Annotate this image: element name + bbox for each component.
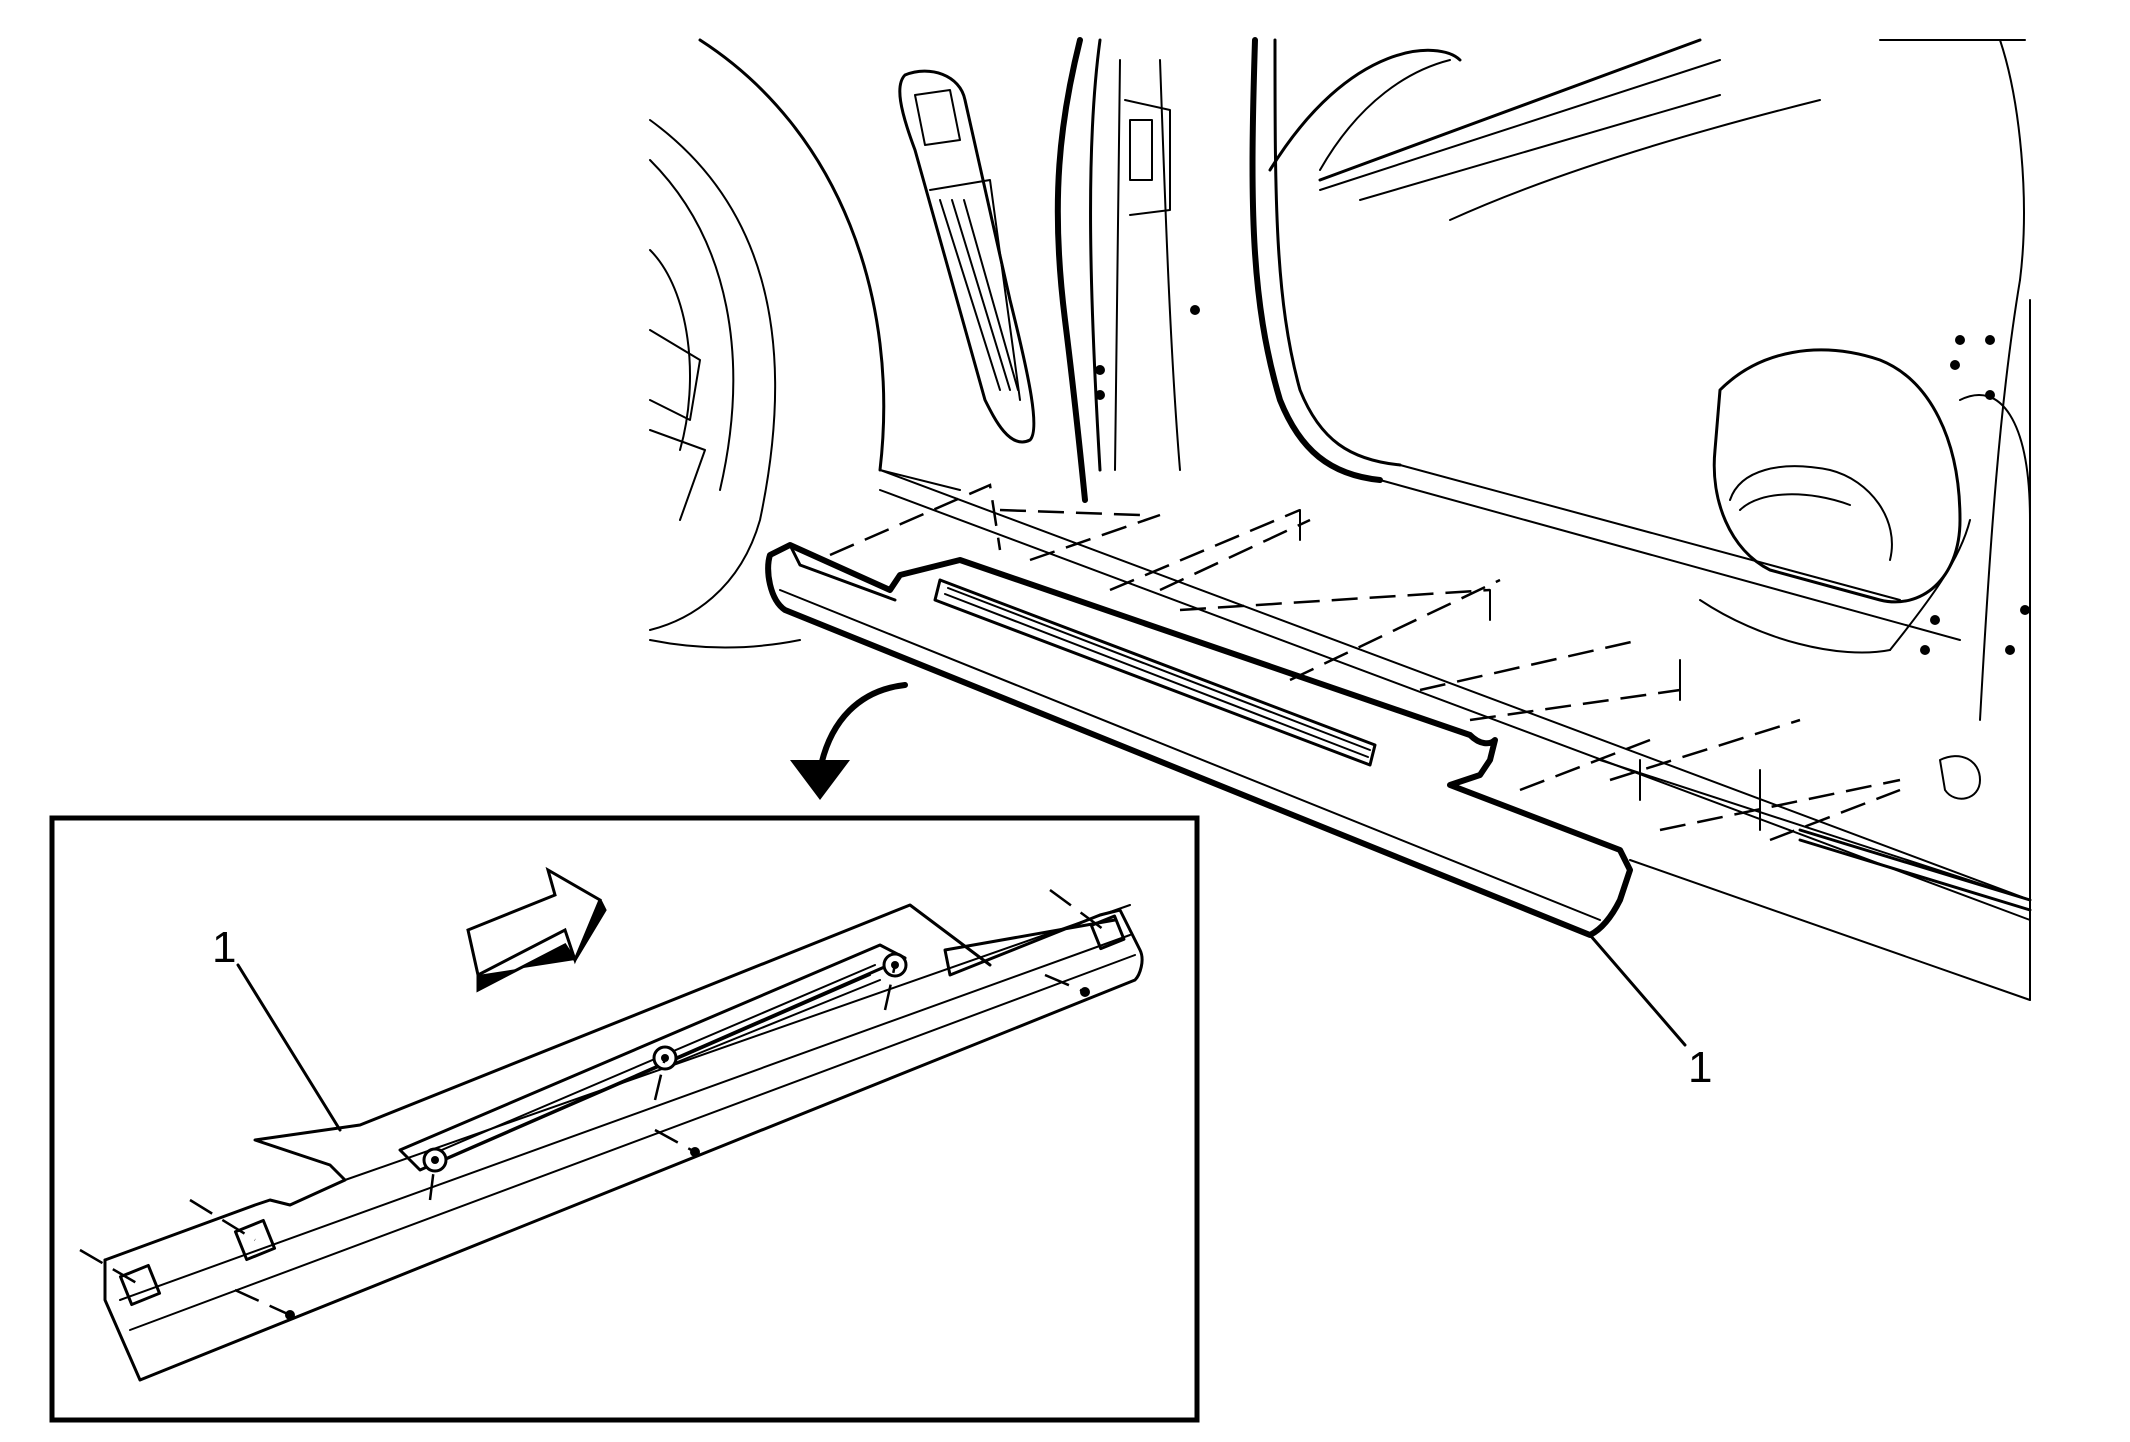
- clip-alignment-lines: [829, 483, 1901, 842]
- main-callout-leader: [1588, 933, 1687, 1047]
- inset-callout-leader: [236, 963, 342, 1132]
- detail-inset: 1: [49, 815, 1200, 1423]
- inset-callout-label: 1: [212, 923, 236, 972]
- fender-vent: [898, 69, 1036, 444]
- vehicle-body: [649, 37, 2032, 1001]
- main-callout-label: 1: [1688, 1043, 1712, 1092]
- inset-arrow-icon: [790, 682, 908, 800]
- seat: [1699, 348, 2031, 654]
- direction-arrow-icon: [466, 866, 607, 993]
- inset-clip-lines: [79, 888, 1108, 1317]
- inset-frame: [49, 815, 1200, 1423]
- inset-rocker-trim: [103, 903, 1144, 1382]
- rocker-panel-trim: [765, 542, 1633, 938]
